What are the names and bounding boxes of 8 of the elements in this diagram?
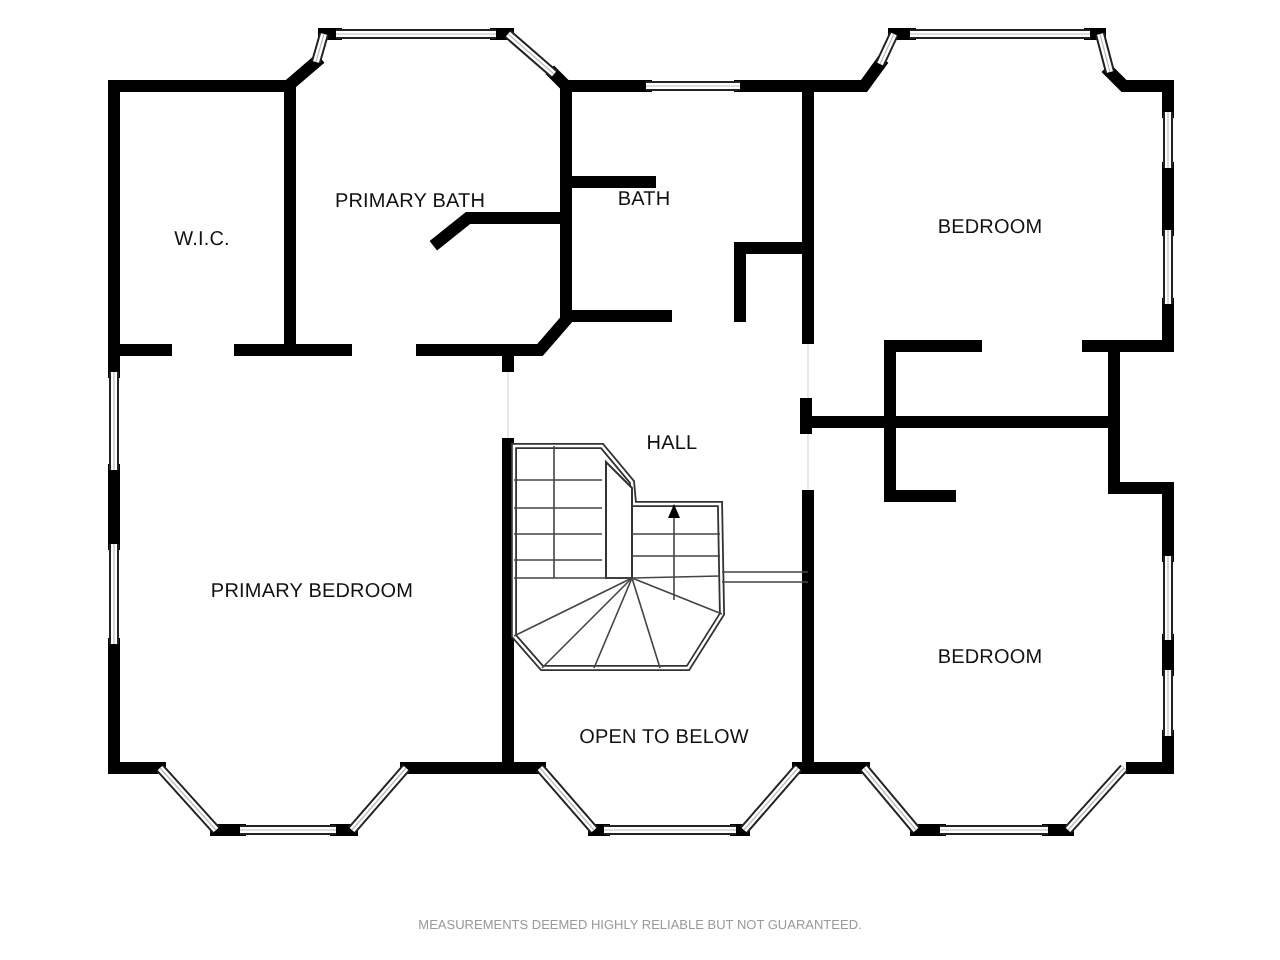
room-label: HALL bbox=[646, 433, 698, 455]
room-label: BATH bbox=[617, 189, 671, 211]
room-label: PRIMARY BEDROOM bbox=[210, 581, 414, 603]
room-label: PRIMARY BATH bbox=[334, 191, 486, 213]
room-label: BEDROOM bbox=[937, 217, 1043, 239]
room-label: OPEN TO BELOW bbox=[579, 727, 749, 749]
room-label: W.I.C. bbox=[174, 229, 230, 251]
room-label: BEDROOM bbox=[937, 647, 1043, 669]
